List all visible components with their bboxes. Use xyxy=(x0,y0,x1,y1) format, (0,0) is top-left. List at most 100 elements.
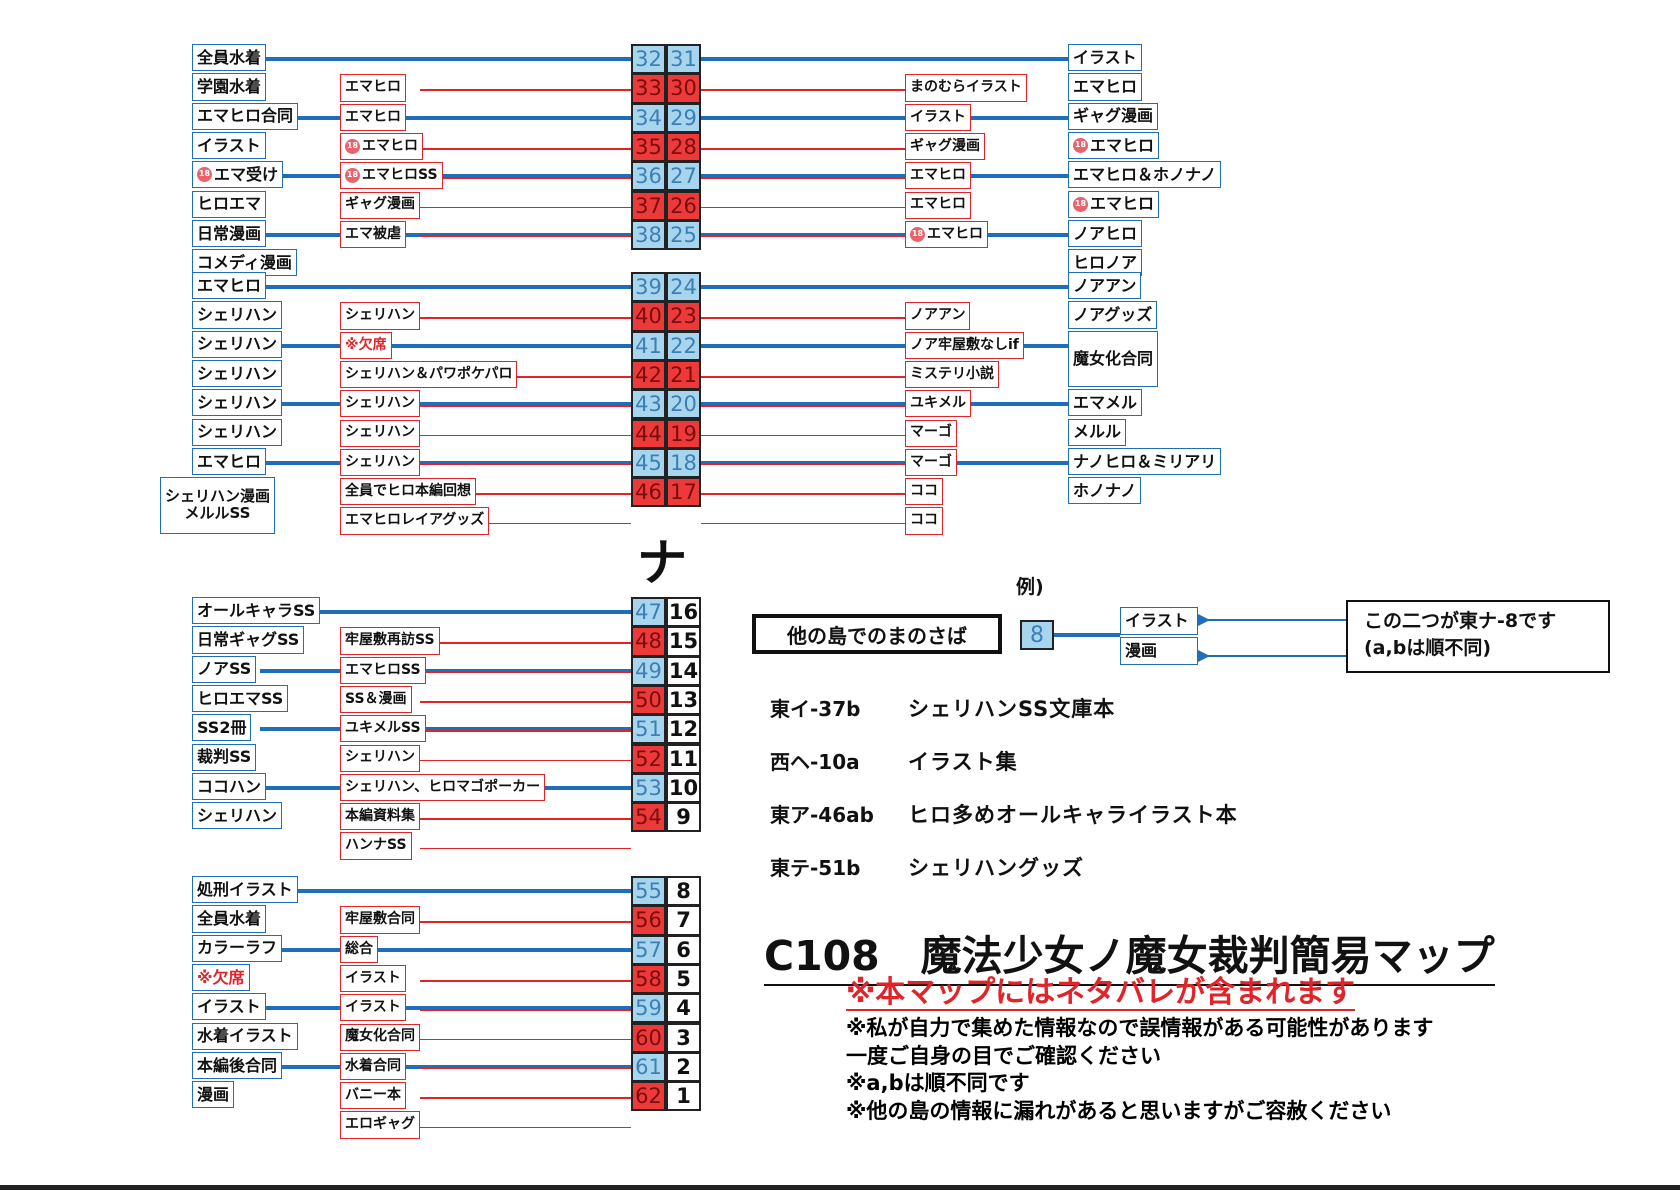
outer-right-label: エマヒロ xyxy=(1068,73,1143,101)
space-cell: 5 xyxy=(666,963,701,995)
outer-left-label: イラスト xyxy=(192,993,266,1021)
space-cell: 10 xyxy=(666,772,701,804)
space-cell: 8 xyxy=(666,876,701,907)
inner-left-label: 総合 xyxy=(340,935,378,963)
label-text: エマヒロSS xyxy=(362,167,438,184)
space-cell: 14 xyxy=(666,655,701,686)
example-note-line1: この二つが東ナ-8です xyxy=(1364,610,1557,632)
label-line: シェリハン漫画 xyxy=(165,487,271,506)
red-connector xyxy=(701,118,905,121)
blue-connector xyxy=(260,343,631,348)
outer-right-label: ギャグ漫画 xyxy=(1068,102,1159,130)
outer-right-label: イラスト xyxy=(1068,44,1142,72)
red-connector xyxy=(701,346,905,349)
red-connector xyxy=(420,317,631,319)
space-cell: 12 xyxy=(666,714,701,745)
inner-left-label: エマヒロレイアグッズ xyxy=(340,507,490,535)
space-cell: 27 xyxy=(666,161,701,192)
inner-left-label: シェリハン＆パワポケパロ xyxy=(340,360,518,389)
inner-left-label: エマヒロ xyxy=(340,74,406,102)
red-connector xyxy=(701,235,905,238)
inner-left-label: ※欠席 xyxy=(340,331,392,359)
r18-icon: 18 xyxy=(910,226,925,242)
other-island-code: 東テ-51b xyxy=(770,856,861,880)
red-connector xyxy=(701,434,905,437)
blue-connector xyxy=(701,402,1070,407)
inner-left-label: シェリハン、ヒロマゴポーカー xyxy=(340,773,546,802)
blue-connector xyxy=(260,57,631,62)
inner-right-label: ミステリ小説 xyxy=(905,360,999,389)
red-connector xyxy=(420,346,631,349)
spoiler-warning: ※本マップにはネタバレが含まれます xyxy=(846,975,1356,1011)
outer-left-label: シェリハン xyxy=(192,301,283,329)
blue-connector xyxy=(701,343,1070,348)
space-cell: 22 xyxy=(666,330,701,361)
space-cell: 38 xyxy=(631,219,666,251)
note-line: ※a,bは順不同です xyxy=(846,1071,1030,1095)
inner-left-label: 本編資料集 xyxy=(340,803,420,831)
outer-left-label: シェリハン xyxy=(192,418,283,446)
red-connector xyxy=(701,317,905,319)
red-connector xyxy=(420,950,631,953)
blue-connector xyxy=(701,57,1070,62)
example-label: 例) xyxy=(1016,576,1044,598)
space-cell: 33 xyxy=(631,73,666,104)
red-connector xyxy=(420,177,631,179)
space-cell: 46 xyxy=(631,477,666,508)
space-cell: 17 xyxy=(666,477,701,508)
outer-left-label: シェリハン xyxy=(192,389,283,417)
red-connector xyxy=(420,701,631,703)
outer-left-label: 日常ギャグSS xyxy=(192,626,305,654)
red-connector xyxy=(420,434,631,437)
space-cell: 21 xyxy=(666,359,701,391)
red-connector xyxy=(420,1097,631,1099)
blue-connector xyxy=(260,947,631,952)
blue-connector xyxy=(260,610,631,615)
red-connector xyxy=(420,671,631,674)
blue-connector xyxy=(260,1006,631,1011)
space-cell: 35 xyxy=(631,131,666,163)
space-cell: 26 xyxy=(666,190,701,221)
space-cell: 41 xyxy=(631,330,666,361)
red-connector xyxy=(420,235,631,238)
red-connector xyxy=(420,148,631,150)
space-cell: 20 xyxy=(666,389,701,420)
space-cell: 42 xyxy=(631,359,666,391)
red-connector xyxy=(701,405,905,407)
red-connector xyxy=(420,1038,631,1041)
inner-left-label: バニー本 xyxy=(340,1082,406,1110)
red-connector xyxy=(420,1009,631,1011)
outer-left-label: 日常漫画 xyxy=(192,219,267,248)
inner-left-label: エマヒロSS xyxy=(340,656,426,684)
blue-connector xyxy=(260,460,631,465)
outer-right-label: メルル xyxy=(1068,418,1127,446)
r18-icon: 18 xyxy=(1073,138,1088,154)
outer-left-label: シェリハン xyxy=(192,330,283,358)
space-cell: 6 xyxy=(666,934,701,965)
inner-left-label: シェリハン xyxy=(340,448,420,477)
space-cell: 24 xyxy=(666,272,701,303)
example-item-b: 漫画 xyxy=(1120,637,1198,665)
space-cell: 37 xyxy=(631,190,666,221)
red-connector xyxy=(420,118,631,121)
space-cell: 3 xyxy=(666,1022,701,1053)
space-cell: 59 xyxy=(631,993,666,1024)
other-island-desc: シェリハンSS文庫本 xyxy=(908,697,1116,721)
space-cell: 50 xyxy=(631,684,666,716)
outer-right-label: ノアヒロ xyxy=(1068,219,1143,248)
inner-left-label: 水着合同 xyxy=(340,1052,406,1081)
outer-left-label: シェリハン xyxy=(192,802,283,830)
inner-right-label: ユキメル xyxy=(905,390,971,418)
red-connector xyxy=(420,522,631,524)
red-connector xyxy=(701,463,905,466)
label-text: エマヒロ xyxy=(1090,135,1155,155)
red-connector xyxy=(420,818,631,820)
space-cell: 43 xyxy=(631,389,666,420)
blue-connector xyxy=(701,285,1070,290)
blue-connector xyxy=(260,115,631,120)
space-cell: 40 xyxy=(631,301,666,332)
space-cell: 2 xyxy=(666,1051,701,1083)
inner-right-label: エマヒロ xyxy=(905,162,971,190)
